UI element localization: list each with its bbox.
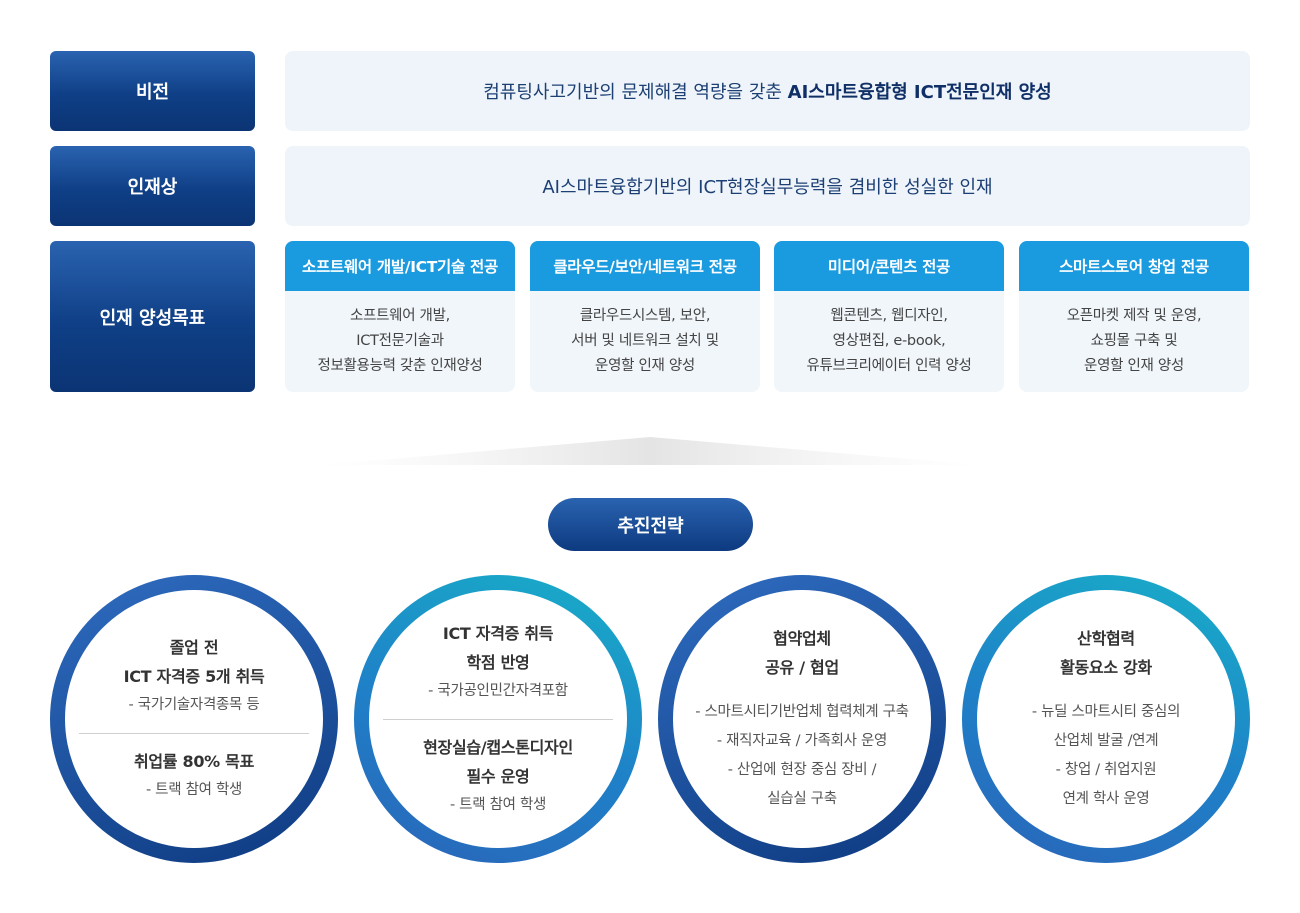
- major-title: 미디어/콘텐츠 전공: [774, 241, 1004, 291]
- major-title: 스마트스토어 창업 전공: [1019, 241, 1249, 291]
- vision-statement: 컴퓨팅사고기반의 문제해결 역량을 갖춘 AI스마트융합형 ICT전문인재 양성: [285, 51, 1250, 131]
- strategy-circle-credit: ICT 자격증 취득 학점 반영 - 국가공인민간자격포함 현장실습/캡스톤디자…: [354, 575, 642, 863]
- circle-divider: [383, 718, 613, 720]
- section-divider: [320, 437, 980, 465]
- talent-label: 인재상: [50, 146, 255, 226]
- major-description: 소프트웨어 개발, ICT전문기술과 정보활용능력 갖춘 인재양성: [317, 308, 483, 374]
- strategy-circle-certification: 졸업 전 ICT 자격증 5개 취득 - 국가기술자격종목 등 취업률 80% …: [50, 575, 338, 863]
- strategy-circle-industry: 산학협력 활동요소 강화 - 뉴딜 스마트시티 중심의 산업체 발굴 /연계 -…: [962, 575, 1250, 863]
- strategy-circle-partnership: 협약업체 공유 / 협업 - 스마트시티기반업체 협력체계 구축 - 재직자교육…: [658, 575, 946, 863]
- talent-statement: AI스마트융합기반의 ICT현장실무능력을 겸비한 성실한 인재: [285, 146, 1250, 226]
- major-card-cloud: 클라우드/보안/네트워크 전공 클라우드시스템, 보안, 서버 및 네트워크 설…: [530, 241, 760, 392]
- major-description: 웹콘텐츠, 웹디자인, 영상편집, e-book, 유튜브크리에이터 인력 양성: [806, 308, 972, 374]
- strategy-label: 추진전략: [548, 498, 753, 551]
- major-description: 클라우드시스템, 보안, 서버 및 네트워크 설치 및 운영할 인재 양성: [571, 308, 719, 374]
- goals-label: 인재 양성목표: [50, 241, 255, 392]
- vision-label: 비전: [50, 51, 255, 131]
- major-title: 클라우드/보안/네트워크 전공: [530, 241, 760, 291]
- major-card-smartstore: 스마트스토어 창업 전공 오픈마켓 제작 및 운영, 쇼핑몰 구축 및 운영할 …: [1019, 241, 1249, 392]
- circle-divider: [79, 733, 309, 734]
- vision-text: 컴퓨팅사고기반의 문제해결 역량을 갖춘 AI스마트융합형 ICT전문인재 양성: [483, 82, 1052, 103]
- major-description: 오픈마켓 제작 및 운영, 쇼핑몰 구축 및 운영할 인재 양성: [1066, 308, 1202, 374]
- major-card-media: 미디어/콘텐츠 전공 웹콘텐츠, 웹디자인, 영상편집, e-book, 유튜브…: [774, 241, 1004, 392]
- major-title: 소프트웨어 개발/ICT기술 전공: [285, 241, 515, 291]
- major-card-software: 소프트웨어 개발/ICT기술 전공 소프트웨어 개발, ICT전문기술과 정보활…: [285, 241, 515, 392]
